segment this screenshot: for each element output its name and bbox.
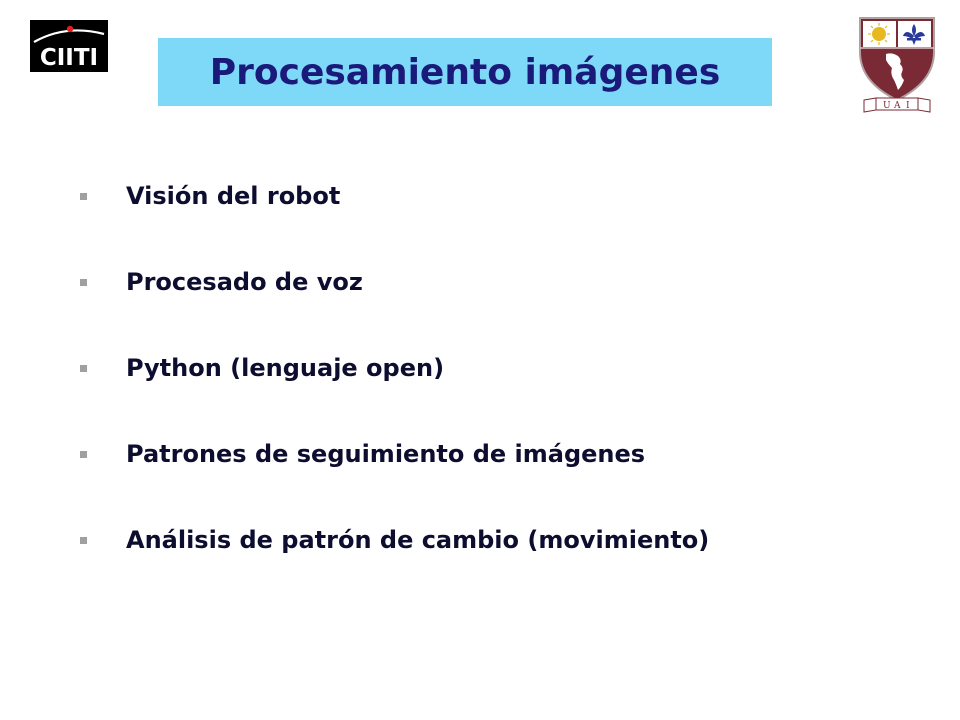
list-item: Procesado de voz <box>78 262 918 302</box>
bullet-text: Visión del robot <box>126 182 341 210</box>
square-bullet-icon <box>78 277 88 287</box>
crest-letter-i: I <box>906 101 910 111</box>
square-bullet-icon <box>78 535 88 545</box>
ciiti-logo: CIITI <box>30 20 108 72</box>
bullet-text: Procesado de voz <box>126 268 363 296</box>
list-item: Visión del robot <box>78 176 918 216</box>
title-banner: Procesamiento imágenes <box>158 38 772 106</box>
crest-letter-u: U <box>883 101 891 111</box>
bullet-text: Patrones de seguimiento de imágenes <box>126 440 646 468</box>
uai-crest-icon: U A I <box>859 17 935 113</box>
bullet-text: Python (lenguaje open) <box>126 354 445 382</box>
crest-letter-a: A <box>893 101 901 111</box>
list-item: Patrones de seguimiento de imágenes <box>78 434 918 474</box>
list-item: Análisis de patrón de cambio (movimiento… <box>78 520 918 560</box>
bullet-text: Análisis de patrón de cambio (movimiento… <box>126 526 710 554</box>
square-bullet-icon <box>78 191 88 201</box>
ciiti-swoosh-icon <box>33 25 105 43</box>
square-bullet-icon <box>78 449 88 459</box>
ciiti-logo-text: CIITI <box>39 45 99 71</box>
square-bullet-icon <box>78 363 88 373</box>
bullet-list: Visión del robot Procesado de voz Python… <box>78 176 918 606</box>
list-item: Python (lenguaje open) <box>78 348 918 388</box>
slide-title: Procesamiento imágenes <box>209 51 721 93</box>
